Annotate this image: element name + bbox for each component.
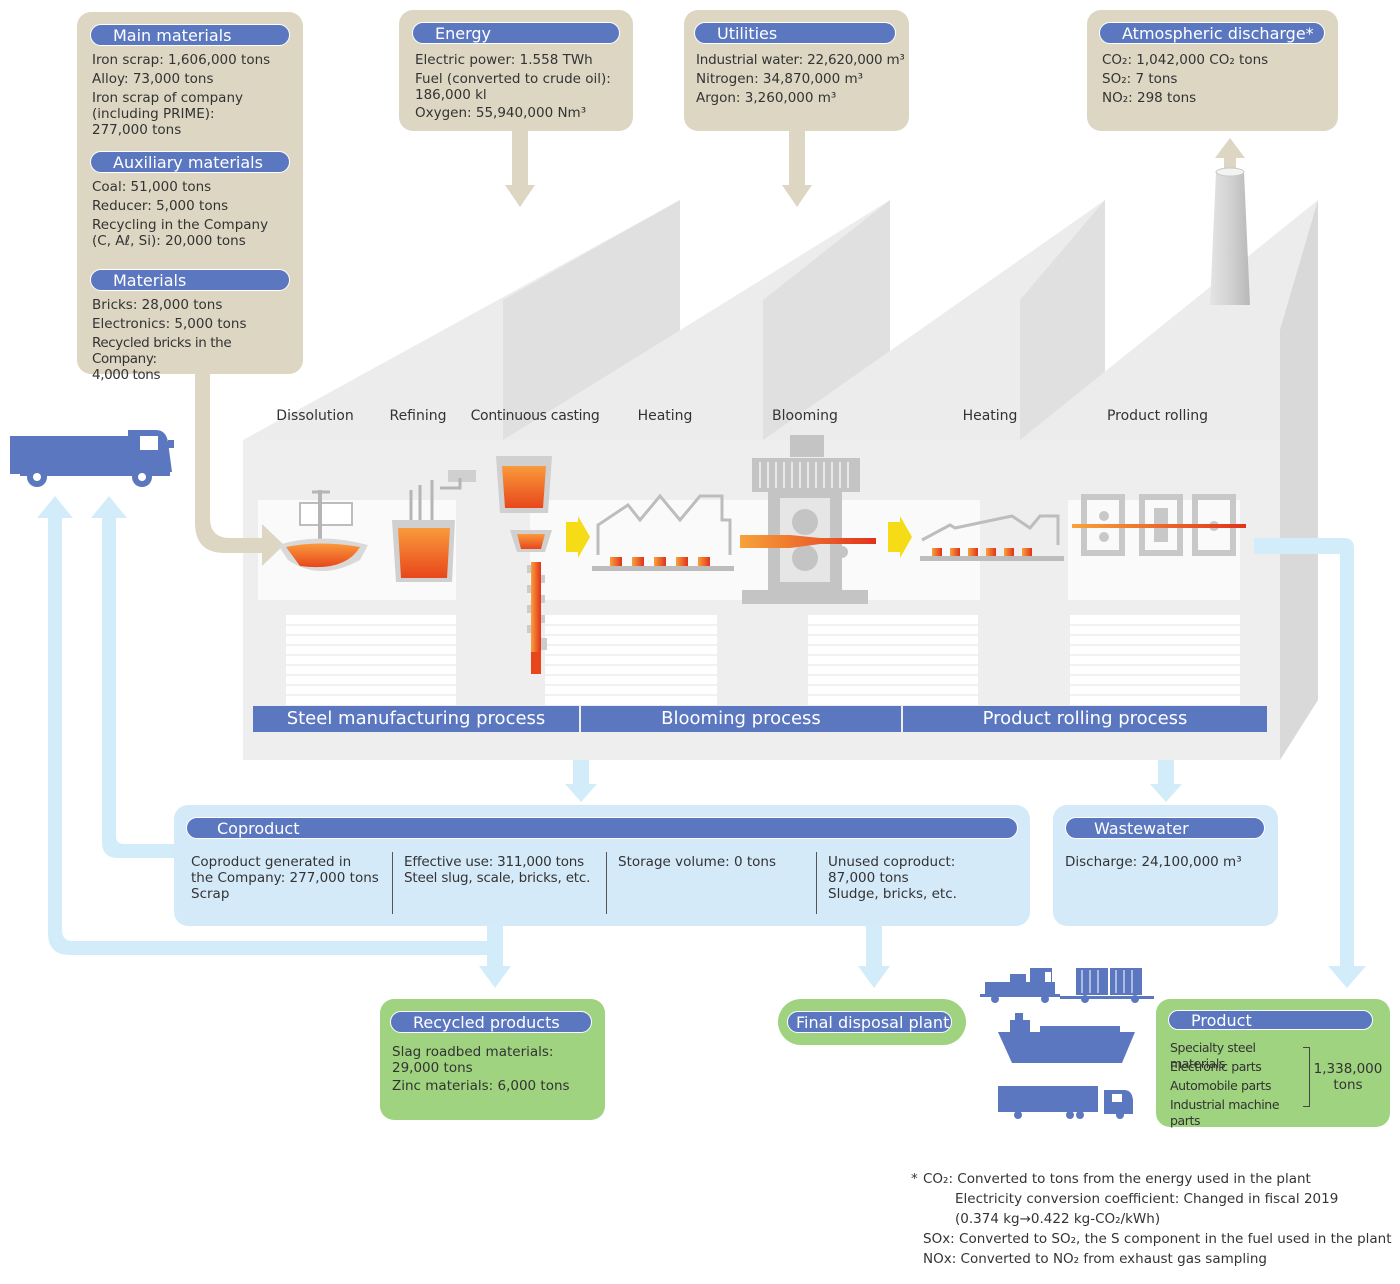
chimney-icon — [1210, 138, 1250, 305]
main-materials-line-3: Iron scrap of company (including PRIME):… — [92, 90, 244, 138]
main-materials-title: Main materials — [90, 24, 290, 46]
atmospheric-line-1: CO₂: 1,042,000 CO₂ tons — [1102, 52, 1269, 68]
trailer-truck-icon — [998, 1086, 1133, 1119]
coproduct-divider — [816, 852, 817, 914]
input-flow-arrows — [195, 130, 812, 566]
stage-refining: Refining — [389, 408, 447, 424]
note-sox: SOx: Converted to SO₂, the S component i… — [923, 1231, 1392, 1247]
product-item-4: Industrial machine parts — [1170, 1097, 1280, 1128]
atmospheric-discharge-title: Atmospheric discharge* — [1099, 22, 1325, 44]
stage-product-rolling: Product rolling — [1106, 408, 1209, 424]
materials-title: Materials — [90, 269, 290, 291]
product-title: Product — [1168, 1010, 1373, 1030]
note-nox: NOx: Converted to NO₂ from exhaust gas s… — [923, 1251, 1267, 1267]
coproduct-col-storage: Storage volume: 0 tons — [618, 854, 776, 870]
train-icon — [980, 968, 1154, 1003]
stage-blooming: Blooming — [772, 408, 838, 424]
recycled-products-title: Recycled products — [390, 1011, 592, 1033]
wastewater-discharge: Discharge: 24,100,000 m³ — [1065, 854, 1242, 870]
band-blooming: Blooming process — [581, 706, 901, 732]
heating-furnace-2 — [920, 514, 1064, 561]
yellow-arrow-2 — [888, 516, 912, 558]
ship-icon — [998, 1013, 1135, 1063]
atmospheric-line-3: NO₂: 298 tons — [1102, 90, 1197, 106]
recycled-line-2: Zinc materials: 6,000 tons — [392, 1078, 570, 1094]
main-materials-line-2: Alloy: 73,000 tons — [92, 71, 214, 87]
auxiliary-materials-line-2: Reducer: 5,000 tons — [92, 198, 229, 214]
energy-line-1: Electric power: 1.558 TWh — [415, 52, 593, 68]
materials-line-3: Recycled bricks in the Company: 4,000 to… — [92, 335, 232, 383]
truck-icon — [10, 430, 174, 487]
atmospheric-line-2: SO₂: 7 tons — [1102, 71, 1178, 87]
band-steel-manufacturing: Steel manufacturing process — [253, 706, 579, 732]
coproduct-col-effective-use: Effective use: 311,000 tons Steel slug, … — [404, 854, 591, 886]
dissolution-furnace — [278, 490, 368, 571]
coproduct-divider — [392, 852, 393, 914]
blooming-mill — [740, 435, 876, 604]
energy-title: Energy — [412, 22, 620, 44]
auxiliary-materials-line-3: Recycling in the Company (C, Aℓ, Si): 20… — [92, 217, 269, 249]
product-rolling-mill — [1072, 494, 1246, 556]
stage-dissolution: Dissolution — [276, 408, 354, 424]
product-total: 1,338,000 tons — [1313, 1061, 1383, 1093]
heating-furnace-1 — [592, 493, 734, 571]
refining-ladle — [392, 470, 476, 582]
stage-heating-2: Heating — [962, 408, 1018, 424]
materials-line-2: Electronics: 5,000 tons — [92, 316, 247, 332]
band-product-rolling: Product rolling process — [903, 706, 1267, 732]
continuous-caster — [496, 456, 552, 674]
materials-input-panel — [77, 12, 303, 374]
note-star: * — [911, 1171, 918, 1187]
yellow-arrow-1 — [566, 516, 590, 558]
product-bracket — [1303, 1047, 1310, 1107]
note-co2: CO₂: Converted to tons from the energy u… — [923, 1171, 1311, 1187]
utilities-line-1: Industrial water: 22,620,000 m³ — [696, 52, 905, 68]
product-item-3: Automobile parts — [1170, 1078, 1272, 1093]
stage-heating-1: Heating — [637, 408, 693, 424]
energy-line-3: Oxygen: 55,940,000 Nm³ — [415, 105, 587, 121]
coproduct-divider — [606, 852, 607, 914]
auxiliary-materials-title: Auxiliary materials — [90, 151, 290, 173]
coproduct-col-unused: Unused coproduct: 87,000 tons Sludge, br… — [828, 854, 957, 902]
wastewater-title: Wastewater — [1065, 817, 1265, 839]
utilities-line-2: Nitrogen: 34,870,000 m³ — [696, 71, 864, 87]
recycled-line-1: Slag roadbed materials: 29,000 tons — [392, 1044, 554, 1076]
note-co2-range: (0.374 kg→0.422 kg-CO₂/kWh) — [955, 1211, 1161, 1227]
main-materials-line-1: Iron scrap: 1,606,000 tons — [92, 52, 271, 68]
energy-line-2: Fuel (converted to crude oil): 186,000 k… — [415, 71, 611, 103]
auxiliary-materials-line-1: Coal: 51,000 tons — [92, 179, 212, 195]
product-item-1: Specialty steel materials — [1170, 1040, 1256, 1071]
note-co2-coefficient: Electricity conversion coefficient: Chan… — [955, 1191, 1339, 1207]
coproduct-col-generated: Coproduct generated in the Company: 277,… — [191, 854, 379, 902]
utilities-title: Utilities — [694, 22, 896, 44]
stage-continuous-casting: Continuous casting — [470, 408, 600, 424]
utilities-line-3: Argon: 3,260,000 m³ — [696, 90, 837, 106]
product-item-2: Electronic parts — [1170, 1059, 1262, 1074]
final-disposal-title: Final disposal plant — [787, 1011, 952, 1033]
materials-line-1: Bricks: 28,000 tons — [92, 297, 223, 313]
output-flow-arrows — [37, 496, 1366, 988]
coproduct-title: Coproduct — [186, 817, 1018, 839]
